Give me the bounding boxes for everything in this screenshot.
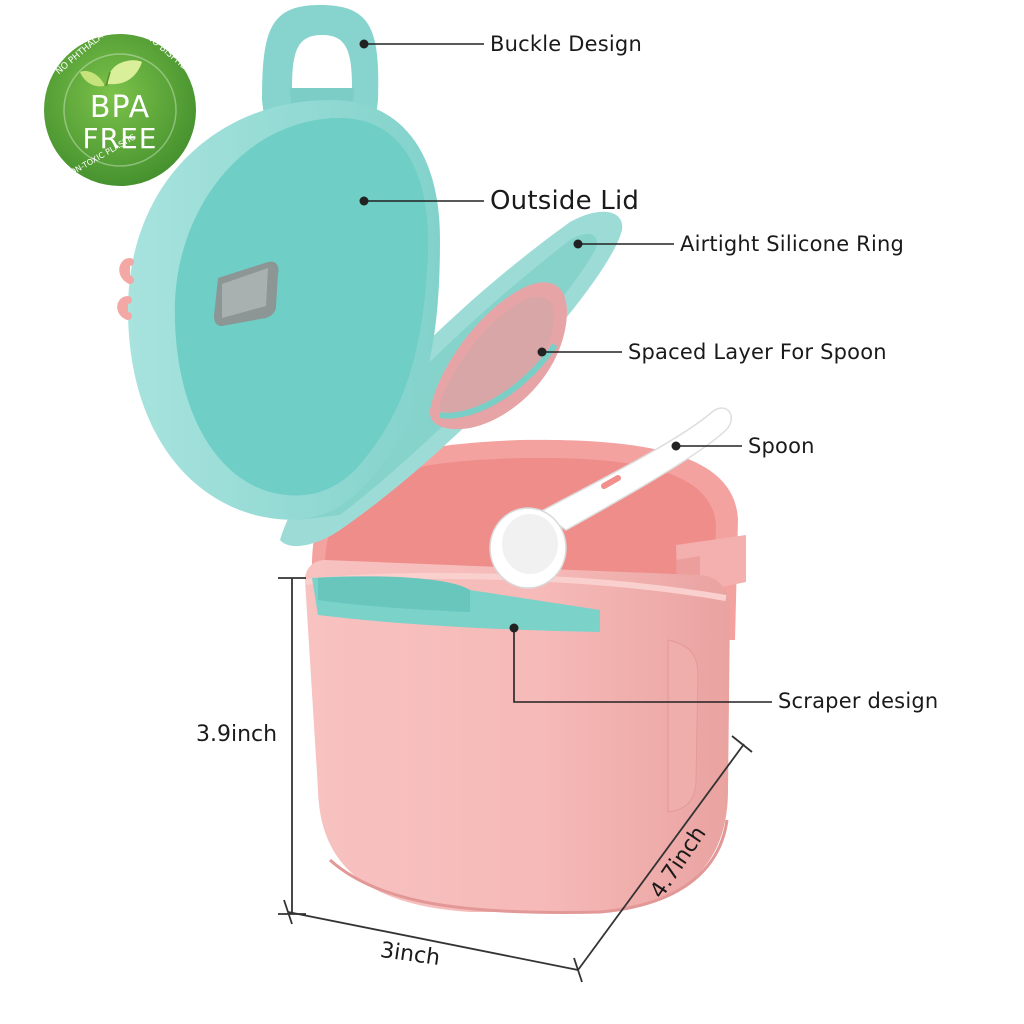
badge-line-bpa: BPA	[89, 90, 151, 125]
scraper	[312, 576, 600, 632]
label-outside-lid: Outside Lid	[490, 186, 640, 216]
dimension-height: 3.9inch	[196, 722, 278, 747]
spoon	[489, 407, 732, 589]
label-airtight-silicone-ring: Airtight Silicone Ring	[680, 232, 905, 256]
callout-lines	[359, 39, 772, 703]
badge-text: BPA FREE NO PHTHALATES NO BISPHENOL-A NO…	[44, 21, 210, 186]
label-scraper-design: Scraper design	[778, 689, 939, 713]
badge-line-free: FREE	[82, 122, 158, 155]
dimension-lines	[278, 577, 753, 983]
label-buckle-design: Buckle Design	[490, 32, 642, 56]
bpa-free-badge	[44, 34, 196, 186]
label-spoon: Spoon	[748, 434, 815, 458]
leaf-icon	[108, 60, 142, 85]
label-spaced-layer: Spaced Layer For Spoon	[628, 340, 887, 364]
